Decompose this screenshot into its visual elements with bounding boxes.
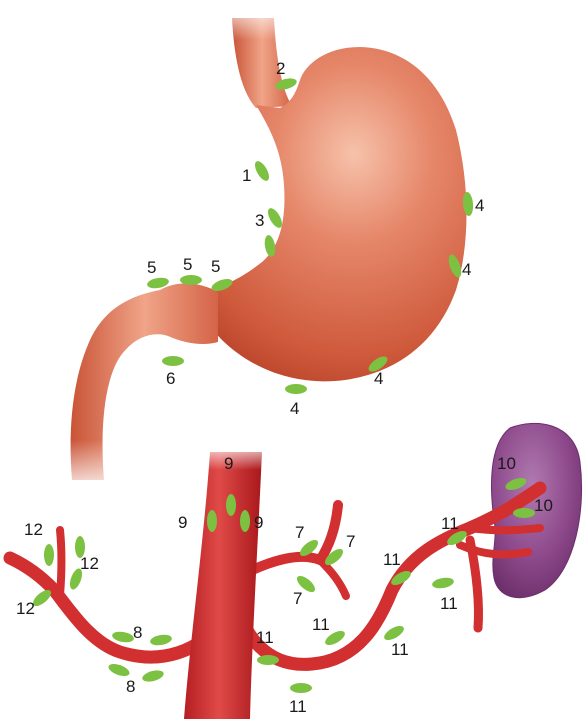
- label-5c: 5: [211, 257, 220, 276]
- lymph-node-8d: [141, 668, 165, 683]
- label-4c: 4: [374, 369, 383, 388]
- label-7a: 7: [295, 523, 304, 542]
- label-11e: 11: [391, 640, 409, 659]
- lymph-node-11g: [290, 683, 312, 693]
- lymph-node-12a: [44, 544, 54, 566]
- lymph-node-6: [162, 356, 184, 366]
- label-9c: 9: [254, 513, 263, 532]
- lymph-node-5b: [180, 275, 202, 285]
- lymph-node-9a: [226, 494, 236, 516]
- label-11f: 11: [256, 628, 274, 647]
- common-hepatic-artery: [10, 558, 222, 657]
- label-11b: 11: [383, 550, 401, 569]
- label-4b: 4: [462, 260, 471, 279]
- label-1: 1: [242, 166, 251, 185]
- label-11a: 11: [441, 514, 459, 533]
- lymph-node-4d: [285, 384, 307, 394]
- lymph-node-10b: [513, 508, 535, 518]
- label-5a: 5: [147, 258, 156, 277]
- lymph-node-8b: [149, 633, 172, 647]
- label-12b: 12: [80, 554, 99, 573]
- label-2: 2: [276, 59, 285, 78]
- label-8b: 8: [126, 677, 135, 696]
- lymph-node-11f: [257, 655, 279, 665]
- label-11c: 11: [440, 594, 458, 613]
- label-11d: 11: [312, 615, 330, 634]
- label-9b: 9: [178, 513, 187, 532]
- arteries: [10, 488, 540, 664]
- lymph-node-8c: [107, 662, 131, 679]
- label-10b: 10: [534, 496, 553, 515]
- label-7b: 7: [346, 532, 355, 551]
- lymph-node-8a: [111, 630, 134, 644]
- label-12a: 12: [24, 520, 43, 539]
- label-4a: 4: [475, 196, 484, 215]
- label-11g: 11: [289, 697, 307, 716]
- label-6: 6: [166, 369, 175, 388]
- stomach: [60, 0, 467, 495]
- label-4d: 4: [290, 399, 299, 418]
- label-3: 3: [255, 211, 264, 230]
- lymph-node-1: [252, 159, 272, 183]
- lymph-node-11c: [431, 576, 454, 590]
- label-10a: 10: [497, 454, 516, 473]
- label-9a: 9: [224, 454, 233, 473]
- label-7c: 7: [293, 589, 302, 608]
- lymph-node-9b: [207, 510, 217, 532]
- lymph-node-9c: [240, 510, 250, 532]
- label-12c: 12: [16, 599, 35, 618]
- aorta: [184, 452, 262, 719]
- label-8a: 8: [133, 623, 142, 642]
- label-5b: 5: [183, 255, 192, 274]
